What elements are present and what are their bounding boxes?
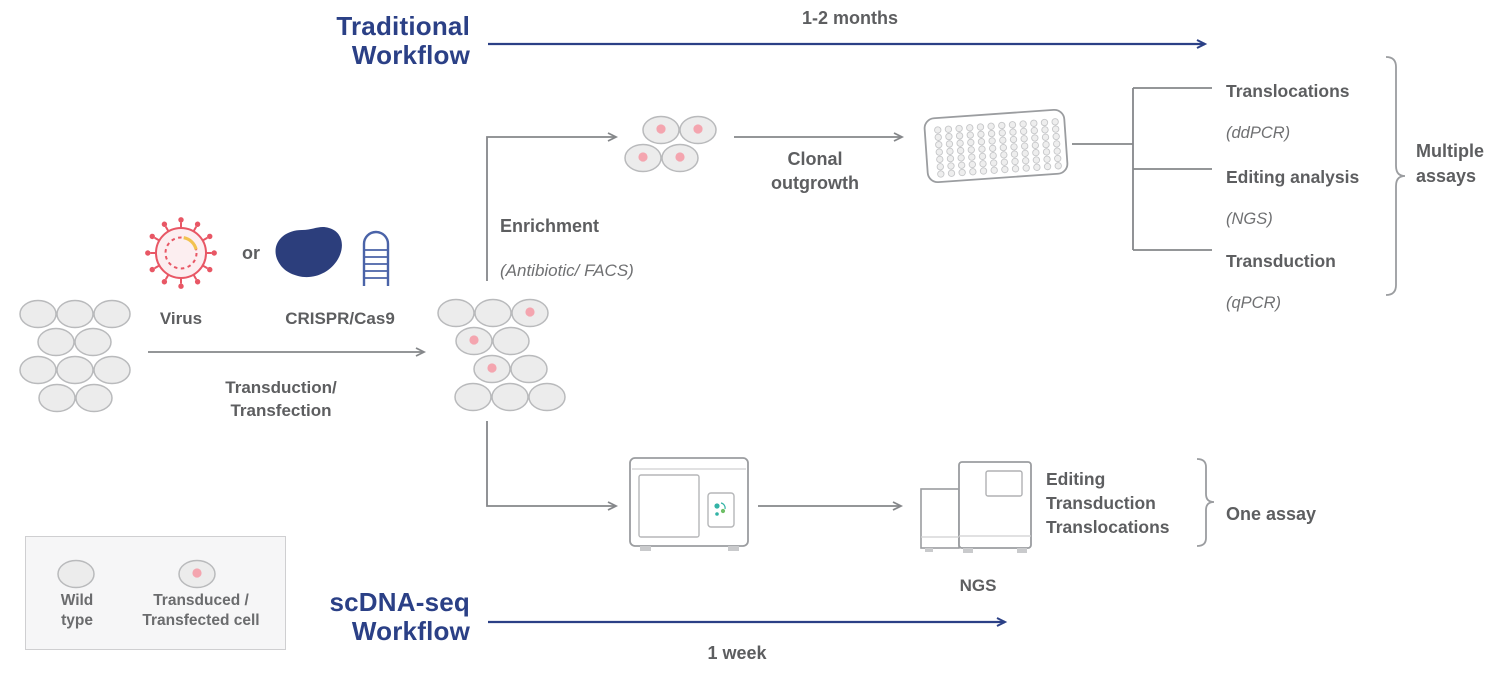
traditional-duration-label: 1-2 months [801,8,898,28]
legend-wild-type-cell [57,559,95,589]
guide-rna-icon [362,230,390,286]
wild-type-cell-cluster [19,299,131,413]
to-tapestri-arrow [486,421,619,511]
instrument-logo-dot [720,508,726,514]
microplate-icon [923,108,1069,184]
transduced-cell-cluster [437,298,566,412]
assay-method: (ddPCR) [1226,124,1291,142]
one-assay-brace [1196,458,1215,547]
clonal-outgrowth-label: Clonal outgrowth [771,149,859,193]
assay-editing-analysis: Editing analysis (NGS) [1226,147,1359,249]
multiple-assays-label: Multiple assays [1416,141,1484,186]
enrichment-title: Enrichment [500,216,600,236]
legend-transduced-label: Transduced / Transfected cell [142,592,260,629]
assay-branch-lines [1072,87,1212,251]
enrichment-method: (Antibiotic/ FACS) [500,261,634,280]
instrument-logo-dot [714,503,720,509]
assay-name: Editing analysis [1226,167,1360,187]
ngs-sequencer-icon [920,461,1032,553]
virus-icon [144,216,218,290]
crispr-cas9-label: CRISPR/Cas9 [285,309,395,328]
traditional-workflow-title: Traditional Workflow [336,11,470,70]
multiple-assays-brace [1385,56,1406,296]
instrument-logo-dot [715,512,719,516]
assay-translocations: Translocations (ddPCR) [1226,61,1350,163]
scdna-workflow-title: scDNA-seq Workflow [329,587,470,646]
assay-method: (qPCR) [1226,294,1282,312]
ngs-label: NGS [959,576,997,595]
assay-transduction: Transduction (qPCR) [1226,231,1336,333]
enrichment-label: Enrichment (Antibiotic/ FACS) [500,196,634,303]
assay-name: Translocations [1226,81,1350,101]
transduction-transfection-label: Transduction/ Transfection [225,378,337,420]
one-assay-label: One assay [1226,504,1317,524]
legend-wild-type-label: Wild type [60,592,94,629]
assay-name: Transduction [1226,251,1336,271]
scdna-duration-label: 1 week [707,643,767,663]
enriched-cell-cluster [624,115,717,173]
legend-box [25,536,286,650]
assay-method: (NGS) [1226,210,1273,228]
legend-transduced-cell [178,559,216,589]
or-label: or [242,243,260,263]
cas9-protein-icon [275,227,342,278]
scdna-readouts-label: Editing Transduction Translocations [1046,469,1170,537]
virus-label: Virus [159,309,203,328]
enrichment-arrow [486,132,619,281]
tapestri-instrument-icon [629,457,749,551]
